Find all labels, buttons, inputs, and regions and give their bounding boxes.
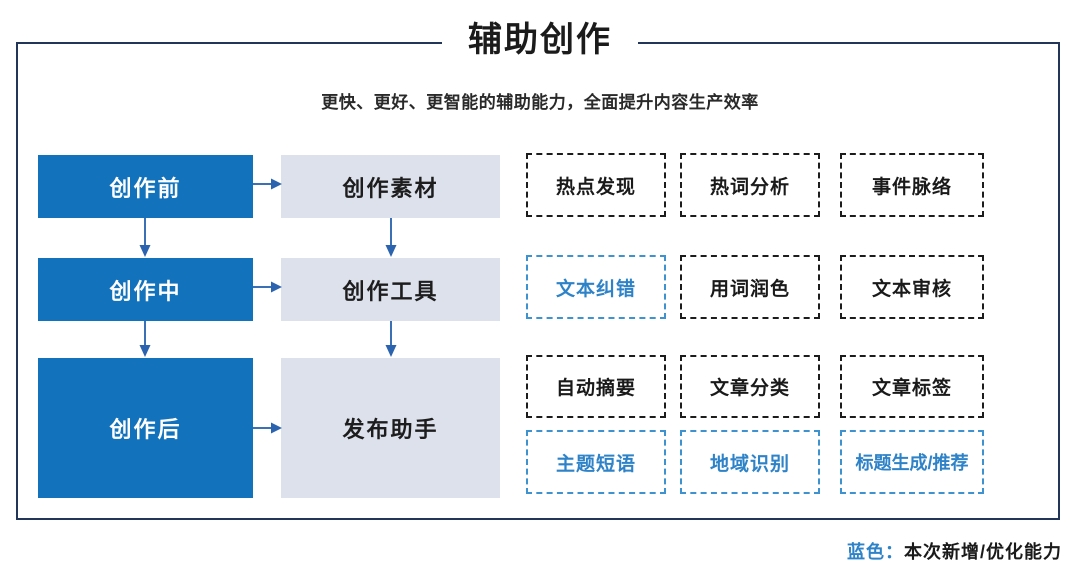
arrow-right-row1 [253,177,283,191]
arrow-down-stage1-stage2 [138,218,152,258]
capability-label: 用词润色 [709,278,790,300]
capability-card-event-timeline[interactable]: 事件脉络 [840,153,984,217]
capability-card-article-classification[interactable]: 文章分类 [680,355,820,418]
capability-card-title-generation-recommendation[interactable]: 标题生成/推荐 [840,430,984,494]
capability-label: 文本纠错 [555,278,636,300]
capability-label: 主题短语 [555,453,636,475]
capability-card-article-tags[interactable]: 文章标签 [840,355,984,418]
arrow-down-stage2-stage3 [138,321,152,358]
capability-card-text-review[interactable]: 文本审核 [840,255,984,319]
capability-card-text-correction[interactable]: 文本纠错 [526,255,666,319]
capability-label: 自动摘要 [555,378,636,399]
arrow-down-output1-output2 [384,218,398,258]
page-subtitle: 更快、更好、更智能的辅助能力，全面提升内容生产效率 [321,93,759,112]
capability-card-region-recognition[interactable]: 地域识别 [680,430,820,494]
capability-card-wording-polish[interactable]: 用词润色 [680,255,820,319]
stage-label: 创作中 [109,278,182,304]
output-box-creation-tools[interactable]: 创作工具 [281,258,500,321]
capability-label: 文章分类 [709,378,790,399]
capability-label: 热词分析 [709,176,790,198]
arrow-right-row2 [253,280,283,294]
capability-label: 标题生成/推荐 [855,453,969,473]
legend-key: 蓝色： [846,542,904,562]
legend-value: 本次新增/优化能力 [903,542,1062,562]
capability-card-hot-word-analysis[interactable]: 热词分析 [680,153,820,217]
capability-card-topic-phrase[interactable]: 主题短语 [526,430,666,494]
output-box-creation-material[interactable]: 创作素材 [281,155,500,218]
stage-label: 创作后 [109,417,182,442]
legend-note: 蓝色：本次新增/优化能力 [847,538,1062,564]
stage-box-before-creation[interactable]: 创作前 [38,155,253,218]
arrow-down-output2-output3 [384,321,398,358]
stage-box-during-creation[interactable]: 创作中 [38,258,253,321]
stage-label: 创作前 [109,175,182,201]
arrow-right-row3 [253,421,283,435]
capability-label: 文章标签 [871,378,952,399]
output-label: 发布助手 [342,417,439,442]
output-box-publish-assistant[interactable]: 发布助手 [281,358,500,498]
output-label: 创作素材 [342,175,439,201]
capability-label: 热点发现 [555,176,636,198]
capability-label: 文本审核 [871,278,952,300]
stage-box-after-creation[interactable]: 创作后 [38,358,253,498]
capability-label: 事件脉络 [871,176,952,198]
capability-card-hot-topic-discovery[interactable]: 热点发现 [526,153,666,217]
capability-label: 地域识别 [709,453,790,475]
output-label: 创作工具 [342,278,439,304]
capability-card-auto-summary[interactable]: 自动摘要 [526,355,666,418]
